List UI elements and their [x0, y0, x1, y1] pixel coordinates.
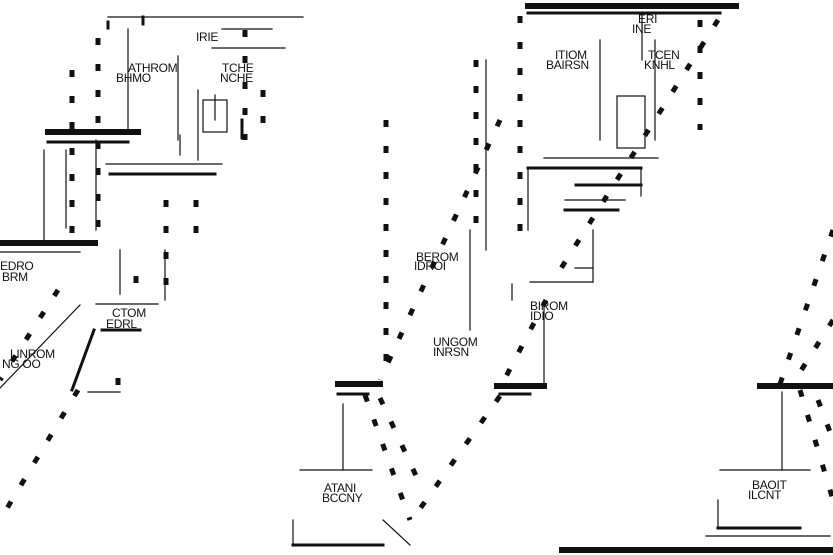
window-wall	[777, 229, 833, 385]
room-label-kitchen: KNHL	[644, 58, 675, 72]
window-wall	[377, 396, 421, 482]
window-wall	[0, 288, 61, 382]
room-label-bathroom: BAIRSN	[546, 58, 589, 72]
window-wall	[409, 394, 503, 522]
room-label-kitchen: TCEN	[648, 48, 679, 62]
room-label-bedroom: EDRO	[0, 259, 33, 273]
room-label-bedroom: IDIO	[530, 309, 553, 323]
room-label-closet: CTOM	[112, 306, 146, 320]
room-label-bedroom: BEROM	[416, 250, 459, 264]
room-label-bedroom: BRM	[2, 270, 28, 284]
room-label-closet: EDRL	[106, 317, 137, 331]
room-label-kitchen: TCHE	[222, 61, 254, 75]
room-label-bathroom: IRIE	[196, 30, 218, 44]
window-wall	[797, 389, 833, 501]
wall	[0, 304, 81, 389]
room-label-bathroom: ITIOM	[555, 48, 587, 62]
room-label-bedroom: BIROM	[530, 299, 568, 313]
room-label-bedroom: IDROI	[414, 259, 446, 273]
kitchen-counter	[616, 95, 646, 149]
room-label-balcony: ATANI	[324, 481, 356, 495]
room-label-balcony: BCCNY	[322, 491, 363, 505]
wall	[382, 519, 411, 546]
window-wall	[0, 388, 81, 522]
room-label-bathroom: ATHROM	[128, 61, 178, 75]
window-wall	[815, 399, 833, 441]
room-label-balcony: ILCNT	[748, 488, 782, 502]
room-label-living: UNGOM	[433, 335, 478, 349]
middle-unit	[291, 3, 739, 547]
left-unit	[0, 15, 304, 522]
right-unit	[559, 229, 833, 553]
room-label-living: LINROM	[10, 347, 55, 361]
window-wall	[362, 394, 413, 521]
window-wall	[497, 298, 549, 390]
room-label-kitchen: NCHE	[220, 71, 253, 85]
room-label-bathroom: BHMO	[116, 71, 151, 85]
room-label-entry: ERI	[638, 12, 657, 26]
room-label-living: INRSN	[433, 345, 469, 359]
room-label-entry: INE	[632, 22, 651, 36]
room-label-living: NG OO	[2, 357, 41, 371]
window-wall	[377, 118, 503, 382]
room-label-balcony: BAOIT	[752, 478, 787, 492]
wall	[70, 328, 96, 392]
